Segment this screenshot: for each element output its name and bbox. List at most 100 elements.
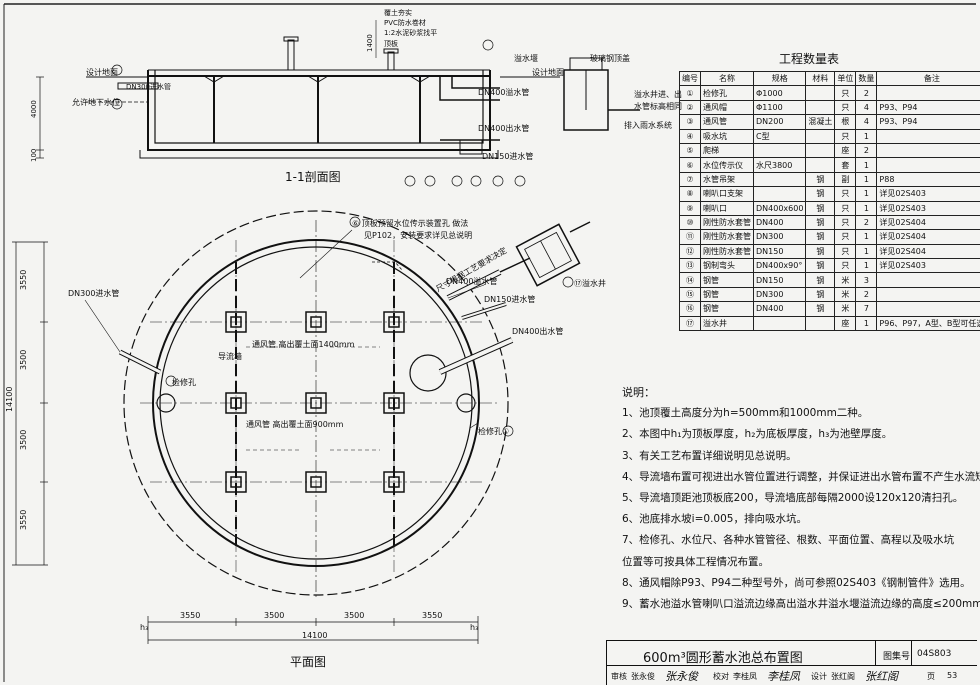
table-cell: ⑫ xyxy=(679,243,701,260)
drawing-title: 600m³圆形蓄水池总布置图 xyxy=(643,651,803,666)
table-cell xyxy=(805,128,836,144)
section-title: 1-1剖面图 xyxy=(285,170,341,184)
plan-dn300-inlet: DN300进水管 xyxy=(68,288,119,298)
designer-name: 张红阁 xyxy=(831,672,855,681)
col-spec: 规格 xyxy=(752,70,807,87)
table-cell: 座 xyxy=(834,142,857,159)
section-groundwater: 允许地下水位 xyxy=(72,97,120,107)
table-cell: ⑤ xyxy=(679,142,701,159)
table-cell: ⑥ xyxy=(679,157,701,173)
mortar-label: 1:2水泥砂浆找平 xyxy=(384,28,437,37)
left-dim-1: 3550 xyxy=(19,270,28,290)
table-cell: 米 xyxy=(834,301,857,317)
table-cell: 1 xyxy=(855,200,878,216)
table-cell: 钢管 xyxy=(700,286,754,303)
col-remark: 备注 xyxy=(876,70,980,87)
notes: 说明： 1、池顶覆土高度分为h=500mm和1000mm二种。 2、本图中h₁为… xyxy=(622,382,980,615)
note-2: 2、本图中h₁为顶板厚度，h₂为底板厚度，h₃为池壁厚度。 xyxy=(622,428,893,441)
table-cell xyxy=(876,128,980,144)
table-cell xyxy=(805,99,836,116)
table-cell: P93、P94 xyxy=(876,114,980,130)
dim-100: 100 xyxy=(30,149,38,162)
table-cell: 1 xyxy=(855,157,878,173)
table-cell: 水位传示仪 xyxy=(700,157,754,173)
col-material: 材料 xyxy=(805,70,836,87)
guide-wall-label: 导流墙 xyxy=(218,351,242,361)
table-cell: 溢水井 xyxy=(700,315,754,332)
table-cell: ⑨ xyxy=(679,200,701,216)
table-cell: 2 xyxy=(855,142,878,159)
table-cell: DN300 xyxy=(752,229,807,245)
col-unit: 单位 xyxy=(834,70,857,87)
table-cell xyxy=(752,186,807,202)
note-7b: 位置等可按具体工程情况布置。 xyxy=(622,555,769,568)
table-cell: 只 xyxy=(834,243,857,260)
col-name: 名称 xyxy=(700,70,754,87)
table-cell: 只 xyxy=(834,229,857,245)
left-dim-total: 14100 xyxy=(5,387,14,412)
sheet-number: 04S803 xyxy=(917,649,952,659)
table-cell: 钢 xyxy=(805,272,836,288)
table-cell: 钢 xyxy=(805,229,836,245)
table-cell: 只 xyxy=(834,200,857,216)
table-cell: 详见02S404 xyxy=(876,243,980,260)
table-cell: 1 xyxy=(855,128,878,144)
table-cell: 1 xyxy=(855,315,878,332)
section-dn150-inlet: DN150进水管 xyxy=(482,151,533,161)
table-cell: 水尺3800 xyxy=(752,157,807,173)
roof-label: 顶板 xyxy=(384,39,398,48)
table-cell: P93、P94 xyxy=(876,99,980,116)
table-cell: 只 xyxy=(834,85,857,101)
soil-cover-label: 覆土夯实 xyxy=(384,8,412,17)
table-cell: C型 xyxy=(752,128,807,144)
side-note-2: 水管标高相同 xyxy=(634,101,682,111)
table-cell: DN150 xyxy=(752,272,807,288)
table-cell: ⑬ xyxy=(679,258,701,274)
table-cell: 喇叭口支架 xyxy=(700,186,754,202)
quantity-table-header: 编号 名称 规格 材料 单位 数量 备注 xyxy=(679,70,980,87)
left-dim-3: 3500 xyxy=(19,430,28,450)
section-dn400-outlet: DN400出水管 xyxy=(478,123,529,133)
col-no: 编号 xyxy=(679,70,701,87)
table-cell: DN400 xyxy=(752,301,807,317)
col-qty: 数量 xyxy=(855,70,878,87)
table-cell: 吸水坑 xyxy=(700,128,754,144)
table-cell: ⑪ xyxy=(679,229,701,245)
table-cell: 详见02S403 xyxy=(876,200,980,216)
h3-right: h₃ xyxy=(470,623,478,632)
table-cell: 1 xyxy=(855,229,878,245)
table-cell xyxy=(876,142,980,159)
table-cell xyxy=(805,157,836,173)
manhole-right-label: 检修孔① xyxy=(478,426,509,436)
table-cell: 刚性防水套管 xyxy=(700,243,754,260)
sheet-label: 图集号 xyxy=(883,652,911,662)
pvc-layer-label: PVC防水卷材 xyxy=(384,18,426,27)
table-cell: 只 xyxy=(834,128,857,144)
table-cell: DN150 xyxy=(752,243,807,260)
glass-cover-label: 玻璃钢顶盖 xyxy=(590,53,630,63)
table-cell: ⑭ xyxy=(679,272,701,288)
table-cell: 水管吊架 xyxy=(700,171,754,188)
section-labels: 设计地面 允许地下水位 DN300进水管 覆土夯实 PVC防水卷材 1:2水泥砂… xyxy=(30,8,682,184)
table-cell: DN300 xyxy=(752,286,807,303)
vent-900-label: 通风管 高出覆土面900mm xyxy=(246,419,344,429)
section-design-ground: 设计地面 xyxy=(86,67,118,77)
section-dn400-overflow: DN400溢水管 xyxy=(478,87,529,97)
table-cell: 钢 xyxy=(805,301,836,317)
table-cell: 钢 xyxy=(805,258,836,274)
bottom-dim-1: 3550 xyxy=(180,611,200,620)
plan-dn150-inlet: DN150进水管 xyxy=(484,294,535,304)
table-cell: 通风管 xyxy=(700,114,754,130)
reviewer-signature: 张永俊 xyxy=(665,670,698,683)
table-cell xyxy=(876,301,980,317)
page-number: 53 xyxy=(947,671,958,680)
